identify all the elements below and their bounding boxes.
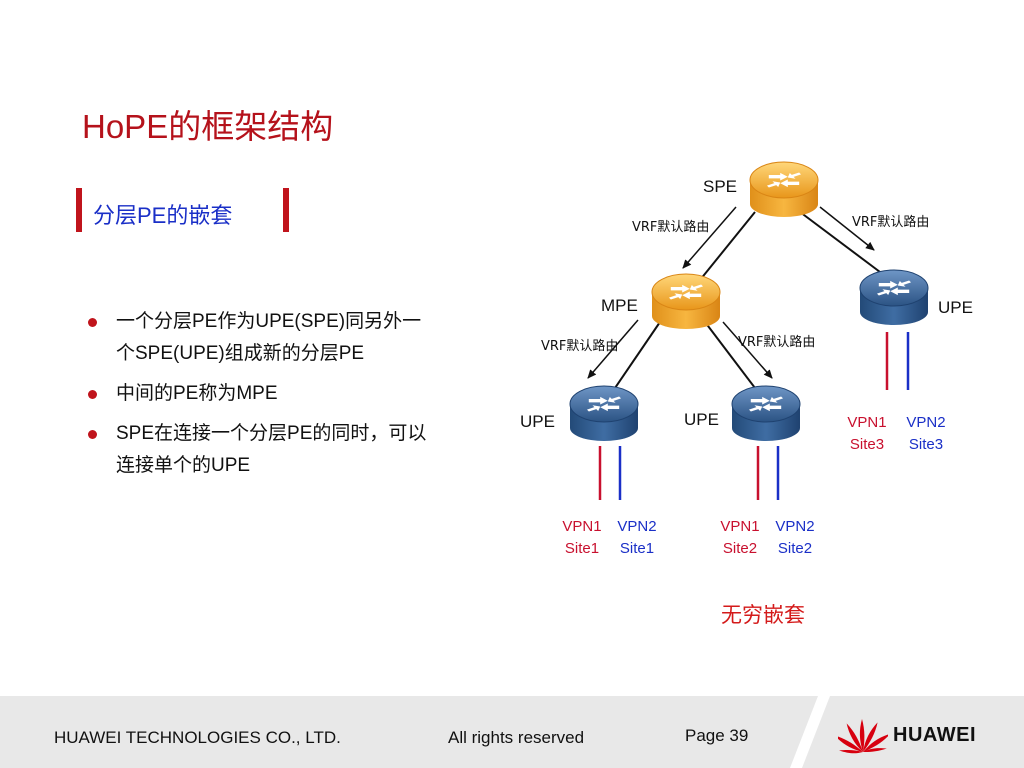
- site-name-label: Site1: [565, 540, 599, 557]
- site-name-label: Site1: [620, 540, 654, 557]
- site-lines: [598, 332, 910, 500]
- node-label-upe-left: UPE: [520, 412, 555, 431]
- bullet-item: SPE在连接一个分层PE的同时，可以连接单个的UPE: [88, 418, 448, 482]
- huawei-logo-icon: [838, 719, 888, 754]
- link-spe-mpe: [699, 211, 756, 281]
- site-name-label: Site3: [850, 436, 884, 453]
- route-arrows: [587, 206, 875, 379]
- route-arrow-mpe-upe-middle: [722, 321, 773, 379]
- section-heading-text: 分层PE的嵌套: [93, 203, 233, 228]
- node-label-upe-right: UPE: [938, 298, 973, 317]
- huawei-logo-text: HUAWEI: [893, 724, 976, 746]
- slide-title: HoPE的框架结构: [82, 108, 334, 145]
- site-vpn-label: VPN2: [617, 518, 656, 535]
- heading-bar-left: [76, 188, 82, 232]
- site-name-label: Site2: [723, 540, 757, 557]
- router-icon: [859, 269, 929, 325]
- site-name-label: Site2: [778, 540, 812, 557]
- route-label: VRF默认路由: [738, 334, 815, 350]
- node-label-mpe: MPE: [601, 296, 638, 315]
- bullet-list: 一个分层PE作为UPE(SPE)同另外一个SPE(UPE)组成新的分层PE 中间…: [88, 306, 448, 490]
- route-label: VRF默认路由: [852, 214, 929, 230]
- link-mpe-upe-middle: [704, 321, 756, 389]
- bullet-item: 中间的PE称为MPE: [88, 378, 448, 410]
- route-label: VRF默认路由: [632, 219, 709, 235]
- site-vpn-label: VPN2: [775, 518, 814, 535]
- bullet-dot: [88, 430, 97, 439]
- router-icon: [731, 385, 801, 441]
- bullet-dot: [88, 318, 97, 327]
- diagram-caption: 无穷嵌套: [721, 603, 805, 627]
- footer-page-number: Page 39: [685, 726, 749, 745]
- site-vpn-label: VPN1: [847, 414, 886, 431]
- bullet-dot: [88, 390, 97, 399]
- route-arrow-spe-mpe: [682, 206, 737, 269]
- route-arrow-mpe-upe-left: [587, 319, 639, 379]
- footer: HUAWEI TECHNOLOGIES CO., LTD. All rights…: [0, 696, 1024, 768]
- route-arrow-spe-upe-right: [819, 206, 875, 251]
- bullet-item: 一个分层PE作为UPE(SPE)同另外一个SPE(UPE)组成新的分层PE: [88, 306, 448, 370]
- links: [614, 211, 881, 389]
- footer-divider: [790, 696, 830, 768]
- router-icon: [749, 161, 819, 217]
- router-icon: [651, 273, 721, 329]
- heading-bar-right: [283, 188, 289, 232]
- node-label-upe-middle: UPE: [684, 410, 719, 429]
- route-label: VRF默认路由: [541, 338, 618, 354]
- site-vpn-label: VPN1: [562, 518, 601, 535]
- router-icon: [569, 385, 639, 441]
- node-label-spe: SPE: [703, 177, 737, 196]
- site-vpn-label: VPN2: [906, 414, 945, 431]
- site-vpn-label: VPN1: [720, 518, 759, 535]
- site-name-label: Site3: [909, 436, 943, 453]
- link-mpe-upe-left: [614, 321, 661, 389]
- footer-rights: All rights reserved: [448, 728, 585, 747]
- hope-diagram: SPE MPE UPE UPE UPE VRF默认路由 VRF默认路由 VRF默…: [520, 161, 973, 627]
- footer-company: HUAWEI TECHNOLOGIES CO., LTD.: [54, 728, 341, 747]
- link-spe-upe-right: [799, 211, 881, 273]
